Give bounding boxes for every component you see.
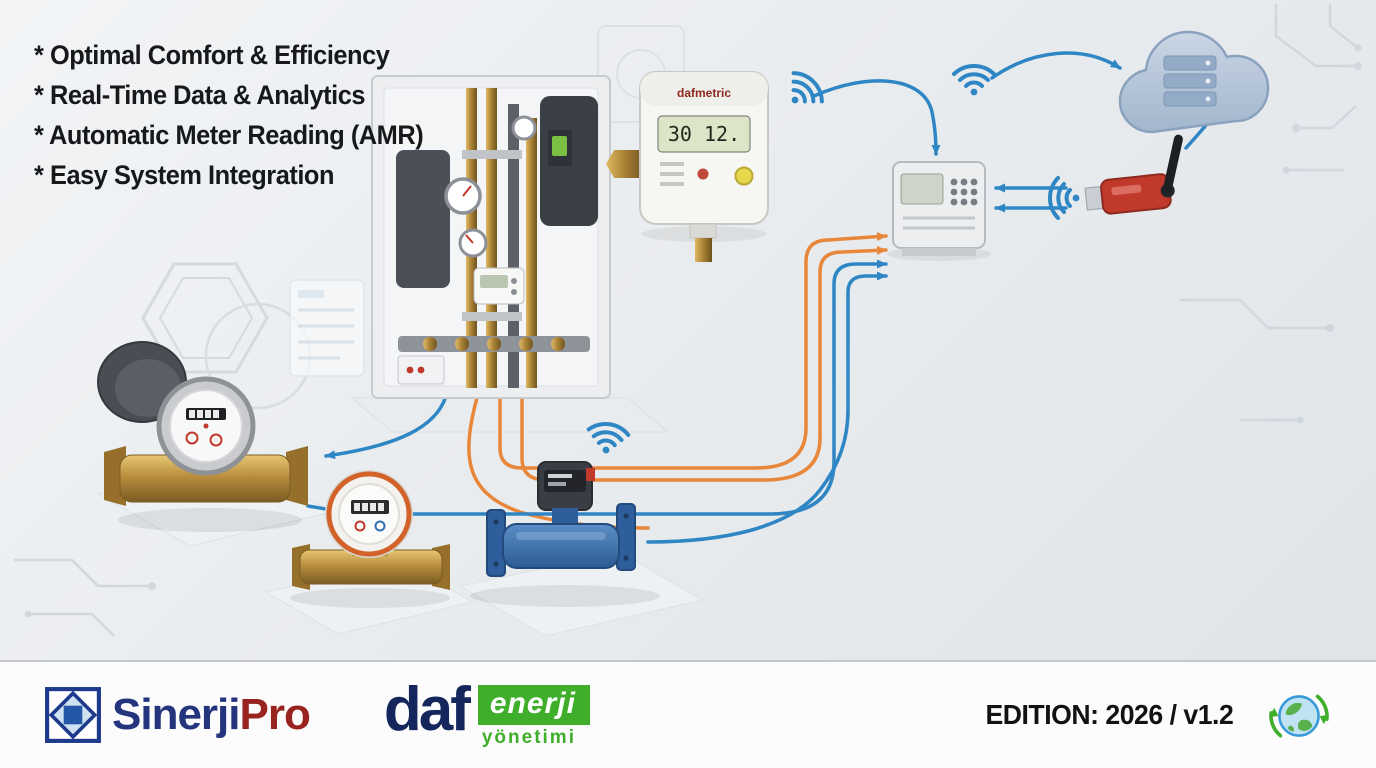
footer-bar: SinerjiPro daf enerji yönetimi EDITION: …: [0, 660, 1376, 768]
heat-meter-red-button: [697, 168, 709, 180]
circuit-pattern-decor: [14, 4, 1362, 637]
dongle-antenna: [1163, 134, 1183, 194]
water-meter-brass: [97, 341, 308, 532]
small-gauge: [511, 115, 537, 141]
orange-ring: [326, 471, 412, 557]
wifi-icon: [952, 64, 996, 98]
wifi-icon: [778, 67, 827, 116]
heat-meter-reading: 30 12.: [668, 122, 740, 146]
feature-list: * Optimal Comfort & Efficiency * Real-Ti…: [34, 40, 424, 200]
sinerjipro-wordmark-accent: Pro: [239, 690, 311, 739]
illustration-scene: dafmetric 30 12.: [14, 4, 1362, 637]
sinerjipro-icon: [45, 687, 101, 743]
sinerjipro-wordmark: SinerjiPro: [112, 690, 311, 740]
footer-right: EDITION: 2026 / v1.2: [979, 682, 1332, 748]
insulated-unit: [396, 150, 450, 288]
usb-dongle-icon: [1084, 134, 1183, 215]
feature-item: * Easy System Integration: [34, 160, 334, 190]
feature-item: * Automatic Meter Reading (AMR): [34, 120, 424, 150]
eco-globe-icon: [1269, 694, 1329, 738]
feature-item: * Real-Time Data & Analytics: [34, 80, 366, 110]
heat-meter-brand: dafmetric: [677, 86, 731, 100]
daf-logo: daf enerji yönetimi: [383, 675, 590, 749]
sinerjipro-logo: SinerjiPro: [44, 686, 311, 744]
gateway-lcd: [900, 173, 944, 205]
sinerjipro-wordmark-main: Sinerji: [112, 690, 240, 739]
heat-meter-lcd: [657, 115, 751, 153]
water-meter-flanged: [470, 461, 660, 607]
daf-wordmark: daf: [383, 675, 471, 744]
daf-enerji-badge: enerji: [477, 685, 590, 725]
water-meter-register: [290, 470, 450, 608]
daf-yonetimi-label: yönetimi: [481, 727, 576, 748]
status-led: [552, 136, 567, 156]
feature-item: * Optimal Comfort & Efficiency: [34, 40, 390, 70]
cloud-icon: [1118, 30, 1270, 134]
edition-label: EDITION: 2026 / v1.2: [985, 699, 1234, 730]
hiu-panel: [371, 75, 611, 399]
gateway-device: [892, 161, 986, 256]
wifi-icon: [1048, 176, 1082, 220]
heat-meter: dafmetric 30 12.: [606, 71, 769, 262]
heat-meter-yellow-button: [734, 166, 754, 186]
cloud-server-icon: [1163, 55, 1217, 107]
